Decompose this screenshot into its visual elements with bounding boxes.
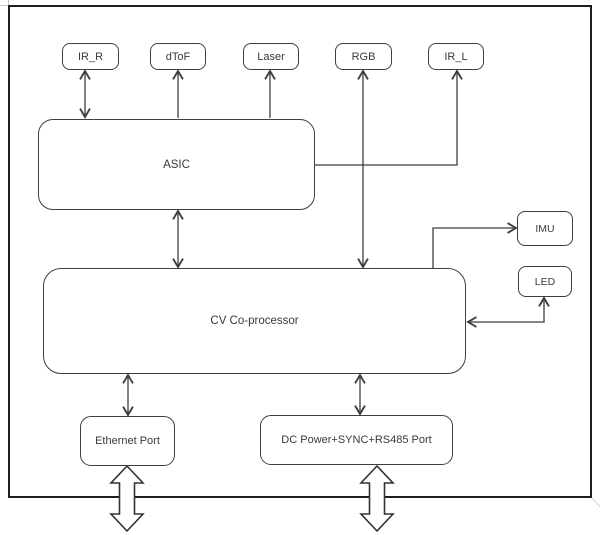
block-ir-r-label: IR_R [77, 50, 104, 63]
crop-mark-diagonal [591, 497, 601, 508]
block-rgb-label: RGB [351, 50, 376, 63]
block-ir-r: IR_R [62, 43, 119, 70]
external-io-arrow-power [359, 464, 395, 533]
block-dc-power-port: DC Power+SYNC+RS485 Port [260, 415, 453, 465]
block-led-label: LED [534, 275, 556, 288]
connector-cv-led [466, 296, 550, 328]
block-laser: Laser [243, 43, 299, 70]
block-led: LED [518, 266, 572, 297]
block-imu-label: IMU [535, 222, 555, 235]
block-ir-l-label: IR_L [444, 50, 468, 63]
block-cv-label: CV Co-processor [210, 315, 299, 327]
block-rgb: RGB [335, 43, 392, 70]
connector-cv-imu [432, 222, 518, 268]
block-imu: IMU [517, 211, 573, 246]
block-asic-label: ASIC [163, 158, 190, 171]
block-ethernet-label: Ethernet Port [95, 435, 160, 447]
block-asic: ASIC [38, 119, 315, 210]
connector-asic-irl [315, 69, 463, 166]
block-ir-l: IR_L [428, 43, 484, 70]
block-cv-coprocessor: CV Co-processor [43, 268, 466, 374]
block-dtof-label: dToF [165, 50, 191, 63]
block-dc-label: DC Power+SYNC+RS485 Port [281, 434, 432, 446]
block-dtof: dToF [150, 43, 206, 70]
external-io-arrow-ethernet [109, 464, 145, 533]
device-boundary [8, 5, 592, 498]
block-laser-label: Laser [257, 50, 285, 63]
block-ethernet-port: Ethernet Port [80, 416, 175, 466]
